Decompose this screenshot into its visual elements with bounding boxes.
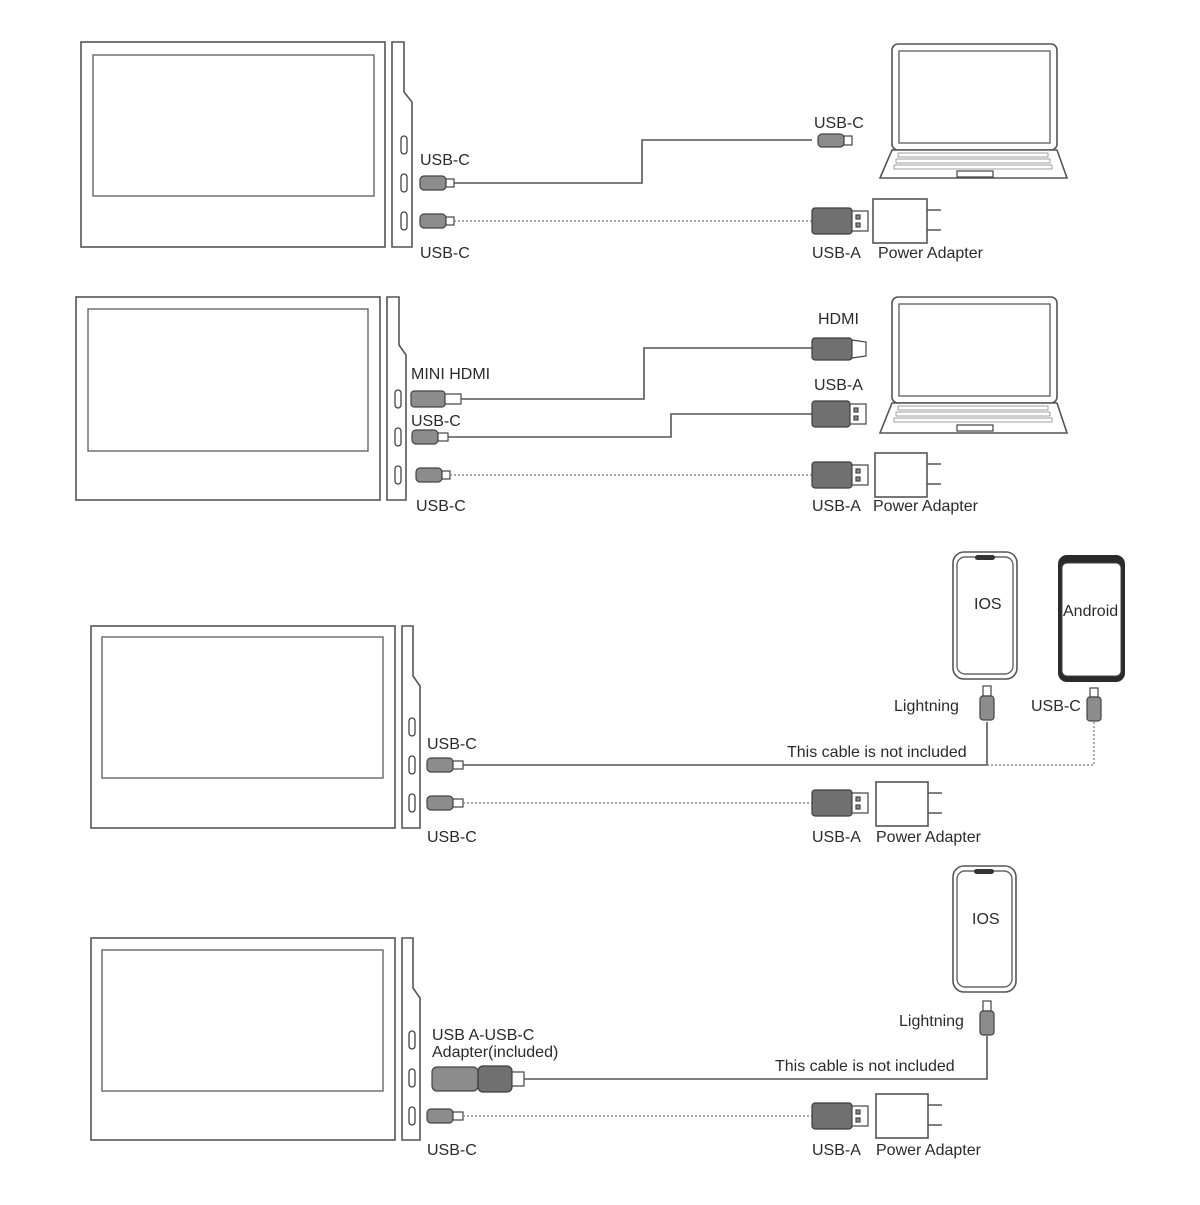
monitor-1-port-1 [400, 135, 408, 155]
label-power-adapter: Power Adapter [878, 245, 984, 262]
monitor-2-port-3 [394, 465, 402, 485]
note-cable-not-included-4: This cable is not included [775, 1058, 955, 1075]
laptop-1-keyboard [893, 152, 1053, 170]
laptop-2 [878, 296, 1069, 434]
usba-plug-icon [811, 1102, 869, 1130]
label-android: Android [1063, 603, 1118, 620]
label-monitor-usbc-mid: USB-C [411, 413, 461, 430]
android-phone-icon [1058, 555, 1125, 682]
monitor-3-port-2 [408, 755, 416, 775]
label-monitor-usbc-bottom-4: USB-C [427, 1142, 477, 1159]
cable-hdmi-laptop [461, 347, 812, 400]
usba-plug-icon [811, 461, 869, 489]
usba-usbc-adapter-icon [431, 1065, 525, 1093]
monitor-4-port-2 [408, 1068, 416, 1088]
cable-usbc-laptop [454, 139, 812, 184]
monitor-4-screen [101, 949, 384, 1092]
monitor-1-port-3 [400, 211, 408, 231]
label-lightning-4: Lightning [899, 1013, 964, 1030]
iphone-icon [952, 551, 1018, 680]
monitor-2-port-2 [394, 427, 402, 447]
scenario-1-laptop-usbc: USB-C USB-C USB-C [80, 41, 1069, 262]
label-adapter-line2: Adapter(included) [432, 1044, 558, 1061]
power-adapter-icon [875, 781, 942, 827]
label-laptop-usbc: USB-C [814, 115, 864, 132]
label-usbc-phone: USB-C [1031, 698, 1081, 715]
usbc-plug-icon [426, 1108, 464, 1124]
label-monitor-usbc-bottom-2: USB-C [416, 498, 466, 515]
laptop-2-keyboard [893, 405, 1053, 423]
monitor-1 [80, 41, 413, 248]
cable-lightning-4 [524, 1036, 988, 1080]
usbc-plug-icon [411, 429, 449, 445]
label-monitor-usbc-bottom: USB-C [420, 245, 470, 262]
label-adapter-usba-2: USB-A [812, 498, 861, 515]
label-ios-4: IOS [972, 911, 1000, 928]
label-adapter-usba-4: USB-A [812, 1142, 861, 1159]
monitor-4 [90, 937, 421, 1141]
monitor-4-port-3 [408, 1106, 416, 1126]
label-lightning: Lightning [894, 698, 959, 715]
usbc-plug-icon [817, 133, 853, 148]
scenario-3-phones: USB-C This cable is not included Lightni… [90, 551, 1125, 846]
label-monitor-mini-hdmi: MINI HDMI [411, 366, 490, 383]
usbc-plug-icon [419, 175, 455, 191]
label-power-adapter-2: Power Adapter [873, 498, 979, 515]
label-power-adapter-3: Power Adapter [876, 829, 982, 846]
monitor-4-port-1 [408, 1030, 416, 1050]
hdmi-plug-icon [811, 337, 867, 361]
cable-usba-laptop [448, 413, 812, 438]
monitor-3-screen [101, 636, 384, 779]
power-adapter-icon [875, 1093, 942, 1139]
label-power-adapter-4: Power Adapter [876, 1142, 982, 1159]
power-adapter-icon [874, 452, 941, 498]
label-monitor-usbc-bottom-3: USB-C [427, 829, 477, 846]
usba-plug-icon [811, 400, 867, 428]
scenario-4-adapter: USB A-USB-C Adapter(included) This cable… [90, 865, 1017, 1159]
laptop-2-screen [898, 303, 1051, 397]
monitor-3-port-1 [408, 717, 416, 737]
lightning-plug-icon [979, 1000, 995, 1036]
monitor-2-port-1 [394, 389, 402, 409]
label-laptop-usba: USB-A [814, 377, 863, 394]
lightning-plug-icon [979, 685, 995, 721]
label-adapter-line1: USB A-USB-C [432, 1027, 534, 1044]
scenario-2-laptop-hdmi: MINI HDMI HDMI USB-C USB-A [75, 296, 1069, 515]
label-laptop-hdmi: HDMI [818, 311, 859, 328]
laptop-1-screen [898, 50, 1051, 144]
monitor-3-port-3 [408, 793, 416, 813]
monitor-3 [90, 625, 421, 829]
laptop-1-touchpad [956, 170, 994, 178]
usbc-plug-icon [1086, 687, 1102, 722]
mini-hdmi-plug-icon [410, 390, 462, 408]
label-monitor-usbc-top: USB-C [420, 152, 470, 169]
label-monitor-usbc-top-3: USB-C [427, 736, 477, 753]
monitor-1-screen [92, 54, 375, 197]
usba-plug-icon [811, 207, 869, 235]
monitor-2 [75, 296, 407, 501]
label-adapter-usba: USB-A [812, 245, 861, 262]
usbc-plug-icon [426, 757, 464, 773]
label-ios: IOS [974, 596, 1002, 613]
power-adapter-icon [872, 198, 941, 244]
note-cable-not-included: This cable is not included [787, 744, 967, 761]
laptop-1 [878, 43, 1069, 179]
usbc-plug-icon [426, 795, 464, 811]
monitor-1-port-2 [400, 173, 408, 193]
usba-plug-icon [811, 789, 869, 817]
laptop-2-touchpad [956, 424, 994, 432]
iphone-icon [952, 865, 1017, 993]
monitor-2-screen [87, 308, 369, 452]
usbc-plug-icon [415, 467, 451, 483]
label-adapter-usba-3: USB-A [812, 829, 861, 846]
cable-usbc-android [987, 722, 1095, 766]
usbc-plug-icon [419, 213, 455, 229]
